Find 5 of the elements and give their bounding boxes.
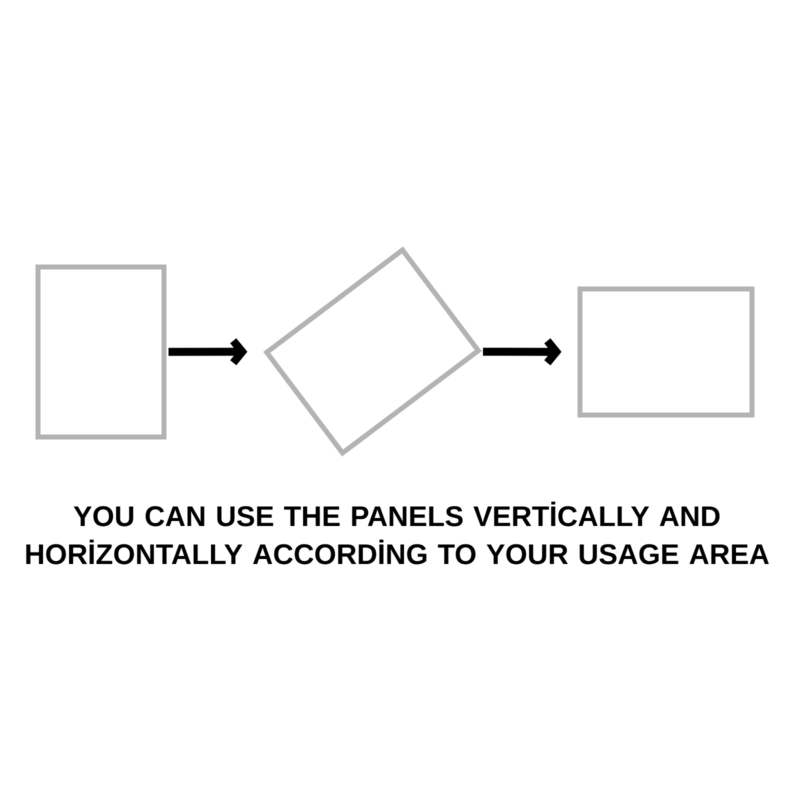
- panel-rectangle: [36, 264, 166, 440]
- caption: YOU CAN USE THE PANELS VERTİCALLY AND HORİZONTALLY ACCORDİNG TO YOUR USAGE AREA: [26, 502, 769, 564]
- arrow: [168, 338, 248, 366]
- arrow: [482, 338, 562, 366]
- panel-rectangle: [578, 286, 754, 418]
